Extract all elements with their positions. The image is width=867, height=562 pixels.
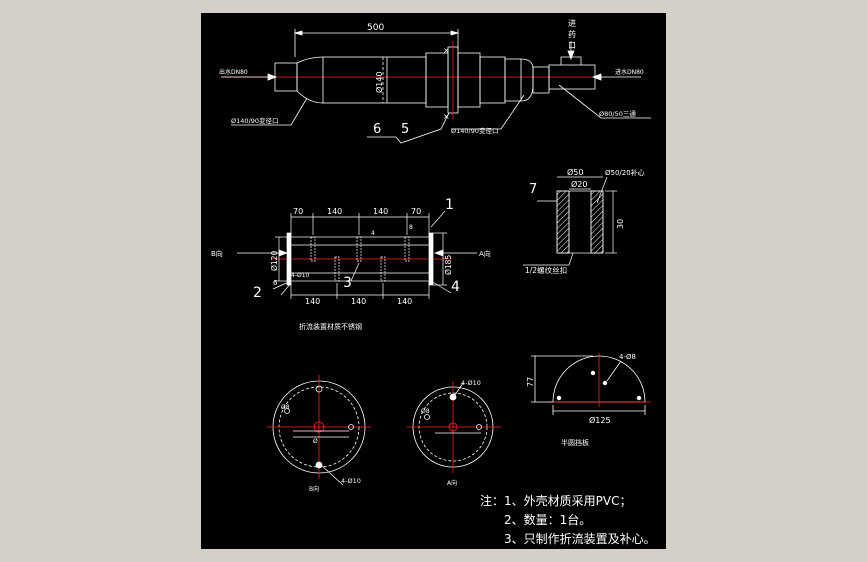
left-reducer-leader [231, 97, 308, 126]
a-left-label: Ø8 [421, 408, 430, 415]
dim-bottom-1: 140 [305, 297, 320, 306]
baffle-5 [404, 236, 410, 262]
balloon-65-leader [367, 112, 450, 144]
right-reducer-label: Ø140/90变径口 [451, 126, 498, 135]
third-tube [504, 58, 522, 102]
b-hole-leader [320, 464, 344, 486]
b-left-label: Ø8 [281, 404, 290, 411]
baffle-3 [356, 236, 362, 262]
tee-label: Ø80/50三通 [599, 109, 636, 118]
plate-hole-label: 4-Ø8 [619, 353, 636, 361]
fitting-dim-inner: Ø20 [571, 179, 587, 189]
b-hole-label: 4-Ø10 [341, 477, 361, 485]
second-tube [479, 56, 506, 104]
tee-leader [558, 84, 651, 119]
balloon-6: 6 [373, 122, 381, 137]
b-view-caption: B向 [309, 485, 319, 493]
b-view-label: B向 [211, 249, 223, 258]
fitting-view [523, 176, 617, 266]
dim-left-text: Ø120 [270, 251, 279, 271]
b-mid-label: Ø [313, 438, 318, 445]
section-view [237, 210, 477, 299]
left-reducer-curve-top [296, 56, 324, 64]
dim-right-text: Ø185 [444, 255, 453, 275]
a-view [407, 381, 501, 473]
dim-length-text: 500 [367, 23, 384, 33]
section-balloon-3: 3 [343, 275, 352, 291]
dim-top-2: 140 [327, 207, 342, 216]
flange-right [457, 52, 481, 108]
plate-caption: 半圆挡板 [561, 438, 589, 447]
cad-drawing: × × 500 Ø140 出水DN80 进水DN80 进 药 口 Ø140/90… [211, 19, 651, 493]
dosing-label-2: 药 [568, 29, 576, 39]
a-view-label: A向 [479, 249, 491, 258]
balloon-1-leader [430, 210, 446, 228]
fitting-callout: Ø50/20补心 [605, 168, 645, 177]
section-balloon-4: 4 [451, 279, 460, 295]
fitting-thread-note: 1/2螺纹丝扣 [525, 265, 567, 275]
dim-top-3: 140 [373, 207, 388, 216]
dosing-label-1: 进 [568, 19, 576, 28]
inlet-arrow [591, 73, 602, 81]
balloon-2-leader [272, 280, 292, 290]
section-balloon-1: 1 [445, 197, 454, 213]
section-small-6: 6 [273, 279, 278, 287]
outlet-label: 出水DN80 [219, 68, 248, 76]
a-hole-label: 4-Ø10 [461, 379, 481, 387]
section-balloon-2: 2 [253, 285, 262, 301]
dim-bottom-3: 140 [397, 297, 412, 306]
left-reducer-curve-bottom [296, 90, 324, 104]
right-reducer [520, 58, 534, 102]
outlet-arrow [267, 73, 278, 81]
end-plate-right [428, 232, 434, 286]
balloon-5: 5 [401, 122, 409, 137]
notes: 注：1、外壳材质采用PVC； 2、数量：1台。 3、只制作折流装置及补心。 [480, 492, 656, 549]
b-view [267, 375, 371, 486]
plate-dim-height: 77 [526, 377, 535, 387]
flange-left [425, 52, 449, 108]
balloon-3-leader [350, 262, 360, 282]
balloon-4-leader [430, 280, 452, 294]
section-small-8: 8 [409, 224, 413, 231]
dosing-arrow [567, 50, 575, 61]
drawing-sheet: × × 500 Ø140 出水DN80 进水DN80 进 药 口 Ø140/90… [201, 13, 666, 549]
inlet-label: 进水DN80 [615, 68, 644, 76]
fitting-balloon-7: 7 [529, 182, 537, 197]
dim-diameter-text: Ø140 [374, 71, 384, 93]
a-hole-leader [454, 382, 464, 396]
section-caption: 折流装置材质不锈钢 [299, 322, 362, 331]
a-view-caption: A向 [447, 479, 457, 487]
note-line-3: 3、只制作折流装置及补心。 [504, 532, 656, 546]
left-reducer-label: Ø140/90变径口 [231, 116, 278, 125]
dim-top-4: 70 [411, 207, 421, 216]
section-hole-label: 4-Ø10 [291, 272, 310, 279]
baffle-1 [310, 236, 316, 262]
dim-bottom-2: 140 [351, 297, 366, 306]
right-reducer-leader [451, 94, 525, 130]
right-stub [532, 66, 550, 94]
dim-top-1: 70 [293, 207, 303, 216]
plate-view [531, 353, 651, 415]
fitting-dim-outer: Ø50 [567, 167, 583, 177]
baffle-4 [380, 256, 386, 282]
section-small-4: 4 [371, 230, 375, 237]
note-line-2: 2、数量：1台。 [504, 513, 592, 527]
plate-hole-leader [606, 360, 622, 382]
flange-mark-top: × [443, 46, 450, 55]
plate-dim-width: Ø125 [589, 415, 611, 425]
fitting-hatch-right [590, 190, 604, 254]
fitting-dim-height: 30 [616, 219, 625, 229]
plate-outline [552, 355, 646, 403]
top-view: × × [221, 29, 651, 144]
fitting-hatch-left [556, 190, 570, 254]
flange-mark-bottom: × [443, 112, 450, 121]
dosing-label-3: 口 [568, 41, 576, 50]
note-line-1: 注：1、外壳材质采用PVC； [480, 494, 632, 508]
baffle-2 [334, 256, 340, 282]
